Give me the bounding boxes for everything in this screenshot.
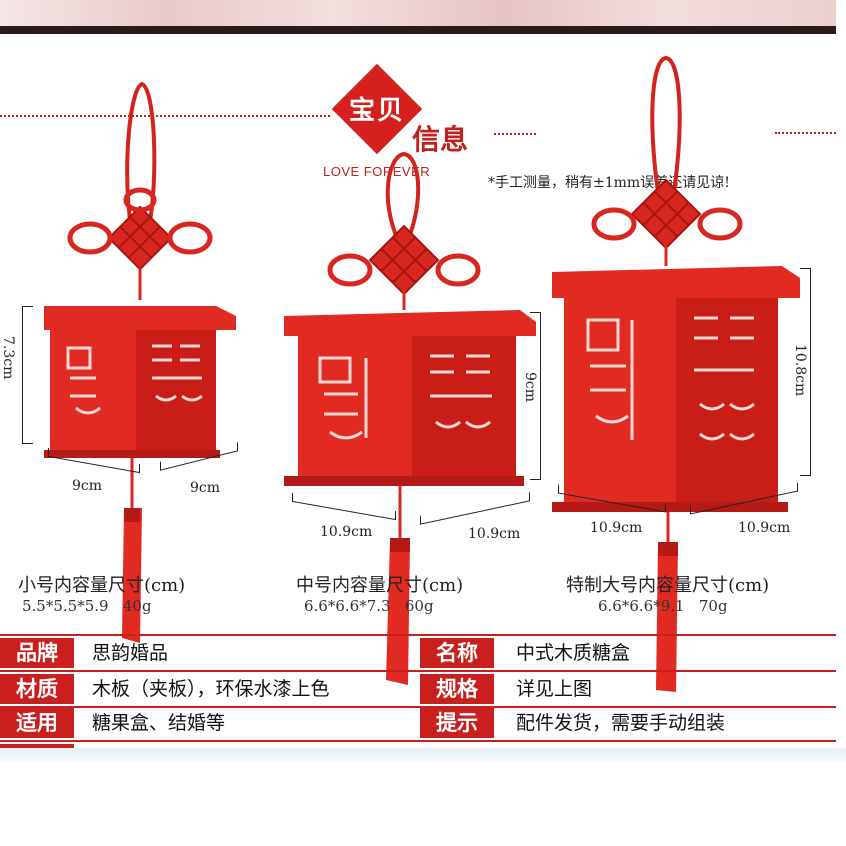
spec-value-name: 中式木质糖盒 — [516, 642, 631, 664]
spec-row-brand: 品牌 思韵婚品 名称 中式木质糖盒 — [0, 638, 836, 670]
spec-label-material: 材质 — [0, 674, 74, 704]
medium-height-bracket — [530, 312, 541, 480]
large-lantern-image — [552, 55, 800, 692]
medium-width-right-label: 10.9cm — [468, 526, 521, 542]
large-width-left-label: 10.9cm — [590, 520, 643, 536]
medium-width-left-label: 10.9cm — [320, 524, 373, 540]
logo-badge-text: 宝贝 — [348, 96, 405, 126]
large-width-right-label: 10.9cm — [738, 520, 791, 536]
header-divider-far-right — [775, 132, 836, 134]
logo-title: 信息 — [412, 123, 469, 156]
large-height-bracket — [800, 268, 811, 476]
small-width-right-label: 9cm — [190, 480, 221, 496]
logo-subtitle: LOVE FOREVER — [323, 164, 431, 179]
header-divider-right — [494, 133, 536, 135]
spec-label-cut — [0, 744, 74, 750]
spec-row-material: 材质 木板（夹板），环保水漆上色 规格 详见上图 — [0, 674, 836, 706]
spec-label-brand: 品牌 — [0, 638, 74, 668]
top-banner-strip — [0, 0, 836, 34]
large-size-title: 特制大号内容量尺寸(cm) — [566, 575, 770, 596]
small-size-value: 5.5*5.5*5.9 40g — [22, 597, 152, 615]
spec-label-tip: 提示 — [420, 708, 494, 738]
small-width-left-label: 9cm — [72, 478, 103, 494]
spec-row-usage: 适用 糖果盒、结婚等 提示 配件发货，需要手动组装 — [0, 708, 836, 740]
spec-value-usage: 糖果盒、结婚等 — [92, 712, 226, 734]
spec-label-spec: 规格 — [420, 674, 494, 704]
large-height-label: 10.8cm — [792, 344, 808, 397]
spec-label-usage: 适用 — [0, 708, 74, 738]
medium-size-value: 6.6*6.6*7.3 60g — [304, 597, 434, 615]
spec-value-brand: 思韵婚品 — [92, 642, 169, 664]
small-height-label: 7.3cm — [0, 336, 16, 380]
medium-lantern-image — [284, 151, 536, 685]
spec-value-tip: 配件发货，需要手动组装 — [516, 712, 726, 734]
small-height-bracket — [22, 306, 33, 444]
large-size-value: 6.6*6.6*9.1 70g — [598, 597, 728, 615]
medium-size-title: 中号内容量尺寸(cm) — [296, 575, 464, 596]
spec-label-name: 名称 — [420, 638, 494, 668]
header-divider-left — [0, 115, 330, 117]
small-lantern-image — [44, 81, 236, 643]
spec-value-spec: 详见上图 — [516, 678, 593, 700]
medium-height-label: 9cm — [522, 372, 538, 403]
spec-value-material: 木板（夹板），环保水漆上色 — [92, 678, 330, 700]
small-size-title: 小号内容量尺寸(cm) — [18, 575, 186, 596]
bottom-fade — [0, 748, 846, 762]
